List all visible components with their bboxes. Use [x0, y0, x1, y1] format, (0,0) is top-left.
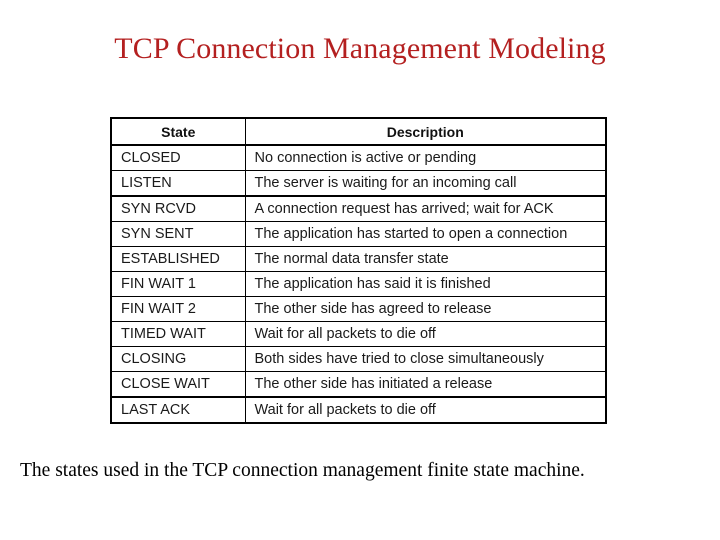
cell-state: CLOSING	[110, 346, 246, 372]
slide-caption: The states used in the TCP connection ma…	[20, 460, 585, 481]
cell-description: Both sides have tried to close simultane…	[244, 346, 607, 372]
table-header-row: State Description	[110, 117, 607, 146]
cell-description: The application has started to open a co…	[244, 221, 607, 247]
cell-description: The other side has agreed to release	[244, 296, 607, 322]
cell-description: The other side has initiated a release	[244, 371, 607, 398]
cell-description: The normal data transfer state	[244, 246, 607, 272]
cell-state: CLOSE WAIT	[110, 371, 246, 398]
cell-state: TIMED WAIT	[110, 321, 246, 347]
cell-state: LISTEN	[110, 170, 246, 197]
page-title: TCP Connection Management Modeling	[114, 32, 606, 65]
cell-description: A connection request has arrived; wait f…	[244, 195, 607, 222]
cell-state: SYN SENT	[110, 221, 246, 247]
cell-state: FIN WAIT 1	[110, 271, 246, 297]
cell-state: FIN WAIT 2	[110, 296, 246, 322]
cell-state: SYN RCVD	[110, 195, 246, 222]
table-header: State Description	[110, 117, 607, 146]
cell-description: Wait for all packets to die off	[244, 321, 607, 347]
cell-description: The server is waiting for an incoming ca…	[244, 170, 607, 197]
cell-description: The application has said it is finished	[244, 271, 607, 297]
column-header-description: Description	[244, 117, 607, 146]
cell-description: Wait for all packets to die off	[244, 396, 607, 424]
column-header-state: State	[110, 117, 246, 146]
cell-state: CLOSED	[110, 144, 246, 171]
cell-description: No connection is active or pending	[244, 144, 607, 171]
cell-state: LAST ACK	[110, 396, 246, 424]
cell-state: ESTABLISHED	[110, 246, 246, 272]
